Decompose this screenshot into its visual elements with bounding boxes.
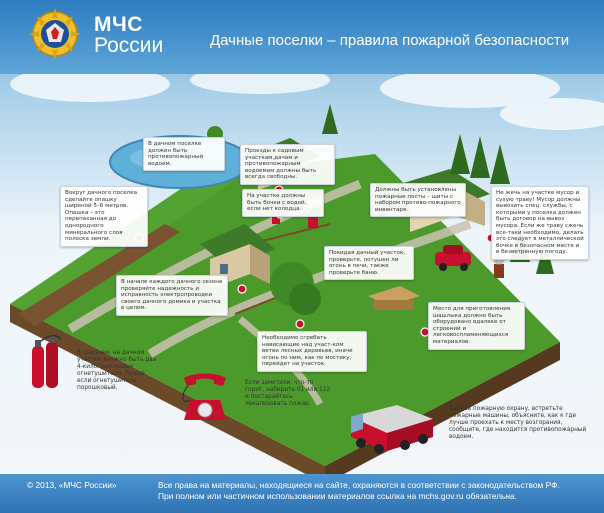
footer-legal-line1: Все права на материалы, находящиеся на с… [158,480,560,490]
red-car [435,245,471,271]
note-access: Проезды к садовым участкам,дачам и проти… [240,144,335,185]
header-banner: МЧС России Дачные поселки – правила пожа… [0,0,604,74]
fire-extinguisher-icon [32,334,62,388]
gazebo [368,286,420,310]
brand-line1: МЧС [94,13,143,36]
note-pond: В дачном поселке должен быть противопожа… [143,137,225,172]
plowed-strip [18,224,180,326]
note-bbq: Место для приготовления шашлыка должно б… [428,302,525,350]
footer-legal: Все права на материалы, находящиеся на с… [158,480,560,502]
phone-text: Если заметили, что-то горит, наберите 01… [245,380,331,407]
note-leaving: Покидая дачный участок, проверьте, потуш… [324,246,414,281]
note-plowing: Вокруг дачного поселка сделайте опашку ш… [60,186,148,247]
mchs-emblem-icon [29,8,81,60]
fire-post [308,216,318,228]
note-barrels: На участке должны быть бочки с водой, ес… [242,189,324,217]
ground-side-left [10,304,325,474]
page-title: Дачные поселки – правила пожарной безопа… [210,32,570,49]
fire-truck-icon [351,405,433,454]
red-telephone-icon [182,373,226,420]
extinguisher-text: В среднем, на дачном участке должно быть… [77,350,157,391]
note-fire-line: Необходимо сгребать нависающие над участ… [257,331,367,372]
clouds-decoration [10,74,604,130]
burn-barrel [494,264,504,278]
brand-line2: России [94,34,164,57]
note-wiring: В начале каждого дачного сезона проверяй… [116,275,228,316]
footer-legal-line2: При полном или частичном использовании м… [158,491,517,501]
note-posts: Должны быть установлены пожарные посты –… [370,183,466,218]
footer-copyright: © 2013, «МЧС России» [27,480,117,490]
note-trash: Не жечь на участке мусор и сухую траву! … [491,186,589,260]
truck-text: Вызвав пожарную охрану, встретьте пожарн… [449,406,587,440]
footer: © 2013, «МЧС России» Все права на матери… [0,474,604,513]
brand-logo-text: МЧС России [94,14,163,56]
